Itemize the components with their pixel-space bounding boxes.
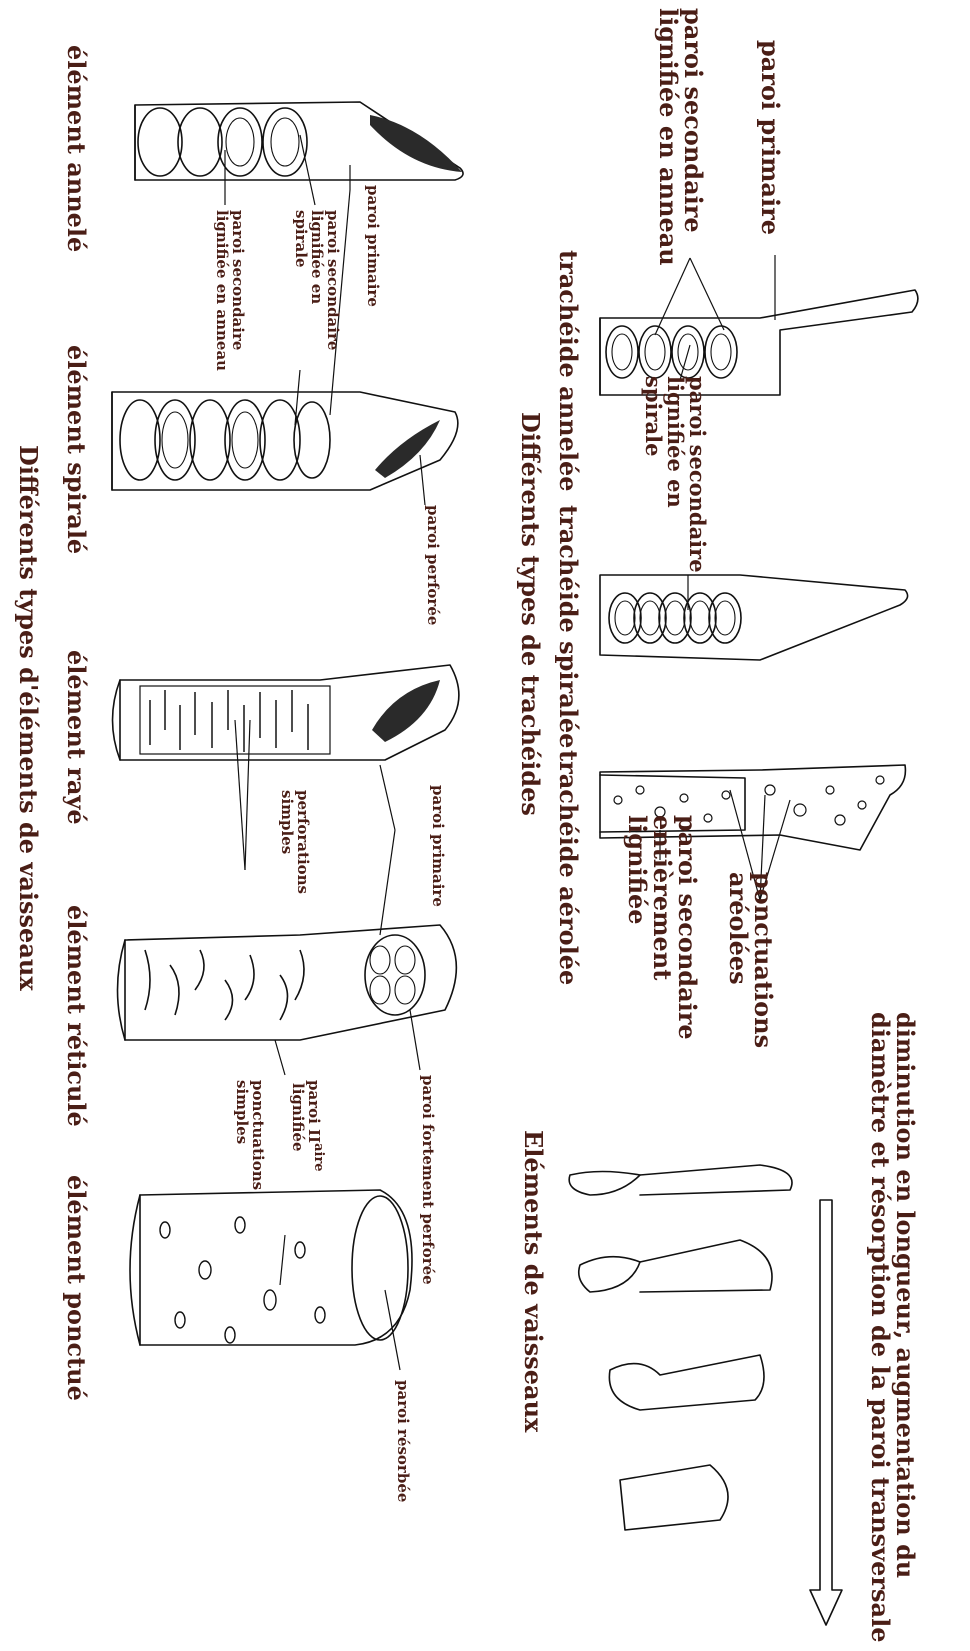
tracheid-spiral-drawing <box>600 575 908 660</box>
vessel-scalariform-caption: élément rayé <box>64 650 88 825</box>
vessel-spiral-caption: élément spiralé <box>64 345 88 554</box>
tracheid-secondary-wall-annular-label: paroi secondaire lignifiée en anneau <box>656 8 706 266</box>
vessel-pitted-drawing <box>130 1190 412 1345</box>
vessel-annular-caption: élément annelé <box>64 45 88 252</box>
vessel-secondary-wall-spiral-label: paroi secondaire lignifiée en spirale <box>293 210 340 350</box>
tracheid-spiral-caption: trachéide spiralée <box>556 505 580 748</box>
bordered-pits-label: ponctuations aréolées <box>726 872 776 1048</box>
evolution-title: Eléments de vaisseaux <box>521 1130 545 1432</box>
tracheid-primary-wall-label: paroi primaire <box>758 40 782 235</box>
vessel-reticulate-drawing <box>118 925 457 1040</box>
vessel-pitted-caption: élément ponctué <box>64 1175 88 1401</box>
simple-pits-label: ponctuations simples <box>234 1080 266 1190</box>
tracheid-annular-caption: trachéide annelée <box>556 250 580 492</box>
lignified-label: lignifiée <box>290 1083 305 1151</box>
simple-perforations-label: perforations simples <box>279 790 311 894</box>
evolution-arrow-text: diminution en longueur, augmentation du … <box>868 1012 918 1643</box>
tracheid-secondary-wall-spiral-label: paroi secondaire lignifiée en spirale <box>642 376 708 573</box>
secondary-wall-label: paroi IIaire <box>306 1080 325 1172</box>
evolution-series-drawing <box>569 1165 792 1530</box>
vessel-spiral-drawing <box>112 392 458 490</box>
vessel-primary-wall-label-1: paroi primaire <box>365 185 380 307</box>
vessel-annular-drawing <box>135 102 463 180</box>
evolution-arrow <box>810 1200 842 1625</box>
vessel-perforated-wall-label: paroi perforée <box>425 505 440 625</box>
tracheid-bordered-caption: trachéide aérolée <box>556 750 580 985</box>
secondary-wall-text: paroi II <box>305 1080 323 1143</box>
vessel-scalariform-drawing <box>113 665 459 760</box>
resorbed-wall-label: paroi résorbée <box>395 1380 410 1502</box>
vessels-title: Différents types d'éléments de vaisseaux <box>16 445 40 991</box>
strongly-perforated-wall-label: paroi fortement perforée <box>420 1075 435 1285</box>
vessel-secondary-wall-annular-label: paroi secondaire lignifiée en anneau <box>214 210 246 371</box>
vessel-primary-wall-label-2: paroi primaire <box>430 785 445 907</box>
tracheid-secondary-wall-full-label: paroi secondaire entièrement lignifiée <box>624 815 700 1040</box>
tracheids-title: Différents types de trachéides <box>518 412 542 816</box>
vessel-reticulate-caption: élément réticulé <box>64 905 88 1127</box>
secondary-wall-superscript: aire <box>311 1143 326 1171</box>
